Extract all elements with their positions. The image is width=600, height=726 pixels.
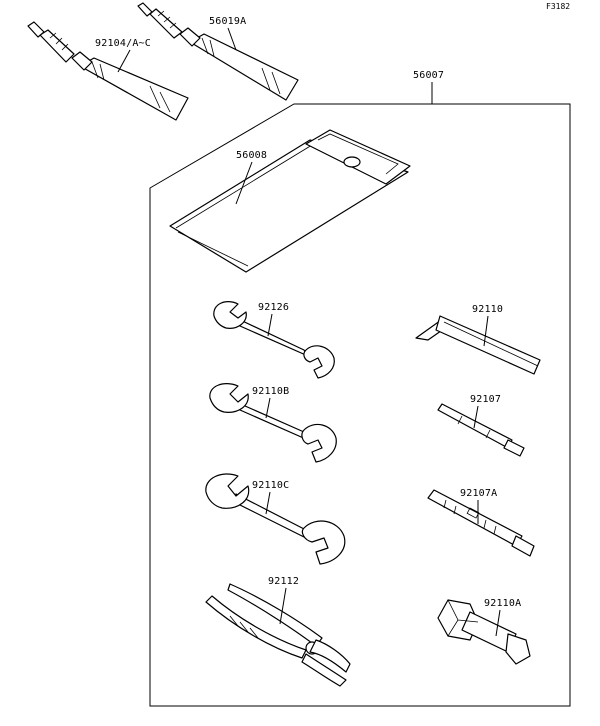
- wrench-large-icon: [205, 473, 346, 565]
- tool-kit-outline: [149, 103, 571, 707]
- label-tool-kit: 56007: [413, 70, 444, 81]
- label-screwdriver-handle: 92107A: [460, 488, 497, 499]
- label-wrench-large: 92110C: [252, 480, 289, 491]
- leader-tube-b: [227, 27, 237, 51]
- tool-bag-icon: [169, 129, 411, 273]
- leader-spark-plug-wrench: [495, 609, 501, 637]
- leader-hex-key: [483, 315, 489, 347]
- label-pliers: 92112: [268, 576, 299, 587]
- wrench-medium-icon: [209, 383, 337, 463]
- leader-screwdriver-bit: [473, 405, 479, 429]
- leader-wrench-large: [265, 491, 271, 515]
- label-hex-key: 92110: [472, 304, 503, 315]
- figure-code: F3182: [546, 2, 570, 11]
- wrench-small-icon: [213, 301, 335, 379]
- leader-wrench-medium: [265, 397, 271, 419]
- grease-tube-b-icon: [137, 2, 299, 101]
- leader-tube-a: [117, 49, 131, 73]
- leader-wrench-small: [267, 313, 273, 337]
- label-wrench-medium: 92110B: [252, 386, 289, 397]
- screwdriver-bit-icon: [437, 403, 525, 457]
- pliers-icon: [205, 583, 351, 687]
- label-tube-b: 56019A: [209, 16, 246, 27]
- label-tube-a: 92104/A~C: [95, 38, 151, 49]
- leader-pliers: [279, 587, 287, 625]
- label-spark-plug-wrench: 92110A: [484, 598, 521, 609]
- spark-plug-wrench-icon: [437, 599, 531, 665]
- hex-key-icon: [415, 315, 541, 375]
- screwdriver-handle-icon: [427, 489, 535, 557]
- label-tool-bag: 56008: [236, 150, 267, 161]
- leader-tool-bag: [235, 161, 253, 205]
- label-wrench-small: 92126: [258, 302, 289, 313]
- label-screwdriver-bit: 92107: [470, 394, 501, 405]
- grease-tube-a-icon: [27, 21, 189, 121]
